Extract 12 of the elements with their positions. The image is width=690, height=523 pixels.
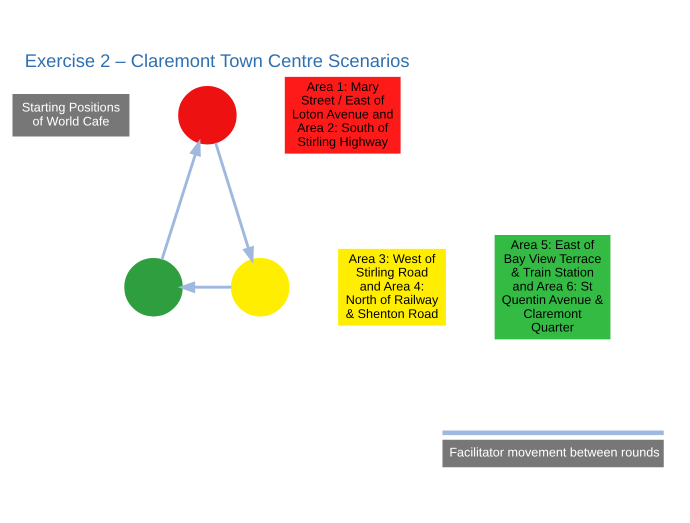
node-circle bbox=[178, 86, 237, 144]
legend-label: Facilitator movement between rounds bbox=[449, 445, 660, 460]
arrow bbox=[160, 138, 201, 260]
arrow bbox=[214, 142, 254, 264]
node-circle bbox=[230, 257, 290, 316]
node-box: Area 5: East of Bay View Terrace & Train Station and Area 6: St Quentin Avenue & Claremont Quarter bbox=[494, 234, 610, 339]
arrow bbox=[178, 280, 232, 293]
node-circle bbox=[124, 257, 183, 316]
diagram-title: Exercise 2 – Claremont Town Centre Scenarios bbox=[24, 49, 410, 70]
node-box: Area 3: West of Stirling Road and Area 4: North of Railway & Shenton Road bbox=[338, 248, 446, 326]
label: Starting Positions of World Cafe bbox=[22, 100, 120, 128]
node-box: Area 1: Mary Street / East of Loton Avenue and Area 2: South of Stirling Highway bbox=[284, 76, 401, 154]
